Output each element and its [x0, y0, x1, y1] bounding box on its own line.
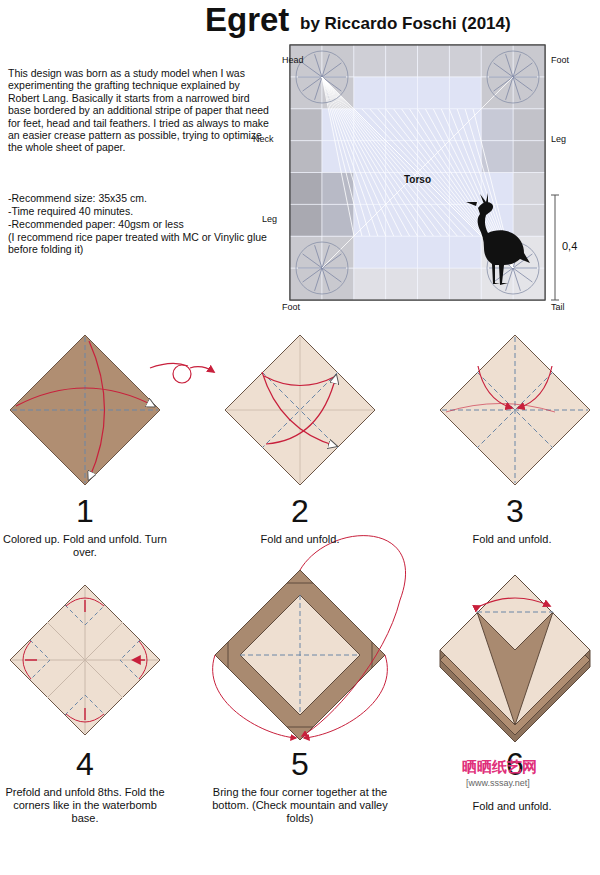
step5-figure — [213, 536, 406, 740]
step-number: 5 — [275, 748, 325, 780]
crease-line — [506, 268, 513, 291]
title: Egret — [205, 2, 305, 38]
region-label: Head — [282, 55, 304, 66]
crease-line — [298, 77, 322, 78]
step-caption: Fold and unfold. — [427, 800, 597, 813]
crease-line — [322, 77, 346, 78]
crease-line — [513, 77, 537, 78]
crease-line — [506, 54, 513, 77]
step2-figure — [225, 335, 375, 485]
crease-line — [315, 77, 322, 100]
crease-line — [322, 63, 341, 77]
step-caption: Fold and unfold. — [427, 533, 597, 546]
crease-line — [322, 77, 457, 236]
step-caption: Fold and unfold. — [215, 533, 385, 546]
region-label: Neck — [253, 134, 274, 145]
crease-line — [322, 77, 449, 236]
note-line: -Recommend size: 35x35 cm. — [8, 192, 270, 204]
crease-line — [322, 77, 465, 236]
crease-line — [513, 77, 532, 91]
crease-line — [513, 77, 520, 100]
intro-text: This design was born as a study model wh… — [8, 67, 270, 154]
crease-line — [489, 77, 513, 78]
region-label: Leg — [551, 134, 566, 145]
crease-line — [322, 77, 473, 236]
crease-line — [303, 77, 322, 91]
crease-line — [303, 63, 322, 77]
crease-line — [322, 254, 341, 268]
watermark: 晒晒纸艺网 — [462, 758, 572, 776]
step-caption: Prefold and unfold 8ths. Fold the corner… — [2, 786, 168, 825]
crease-line — [494, 63, 513, 77]
region-label: Foot — [551, 55, 569, 66]
crease-line — [315, 268, 322, 291]
step6-figure — [440, 575, 590, 742]
crease-line — [322, 77, 418, 236]
note-line: -Recommended paper: 40gsm or less — [8, 218, 270, 230]
dimension-label: 0,4 — [562, 240, 577, 253]
crease-line — [513, 268, 520, 291]
watermark-url: [www.sssay.net] — [466, 778, 596, 789]
step-number: 4 — [60, 748, 110, 780]
step-caption: Bring the four corner together at the bo… — [208, 786, 392, 825]
crease-line — [322, 77, 441, 236]
region-label: Torso — [404, 174, 431, 186]
author-credit: by Riccardo Foschi (2014) — [300, 14, 560, 34]
crease-line — [322, 77, 425, 236]
crease-line — [322, 77, 354, 236]
step-number: 3 — [490, 495, 540, 527]
crease-line — [315, 54, 322, 77]
region-label: Foot — [282, 302, 300, 313]
note-line: -Time required 40 minutes. — [8, 205, 270, 217]
crease-line — [513, 268, 537, 269]
crease-line — [513, 54, 520, 77]
crease-line — [494, 77, 513, 91]
step4-figure — [10, 585, 160, 735]
step-caption: Colored up. Fold and unfold. Turn over. — [0, 533, 170, 559]
note-line: (I recommend rice paper treated with MC … — [8, 231, 270, 256]
crease-line — [481, 45, 482, 300]
crease-line — [290, 268, 545, 269]
crease-line — [322, 268, 346, 269]
crease-line — [449, 45, 450, 300]
crease-line — [303, 268, 322, 282]
crease-line — [322, 268, 329, 291]
crease-line — [513, 63, 532, 77]
crease-line — [298, 268, 322, 269]
crease-line — [303, 254, 322, 268]
crease-line — [322, 54, 329, 77]
crease-line — [513, 268, 532, 282]
region-label: Leg — [262, 214, 277, 225]
crease-pattern — [290, 45, 559, 300]
crease-line — [322, 77, 410, 236]
step-number: 1 — [60, 495, 110, 527]
region-label: Tail — [551, 302, 565, 313]
step-number: 2 — [275, 495, 325, 527]
crease-line — [315, 245, 322, 268]
step3-figure — [440, 335, 590, 485]
step1-figure — [10, 335, 214, 485]
crease-line — [322, 268, 341, 282]
